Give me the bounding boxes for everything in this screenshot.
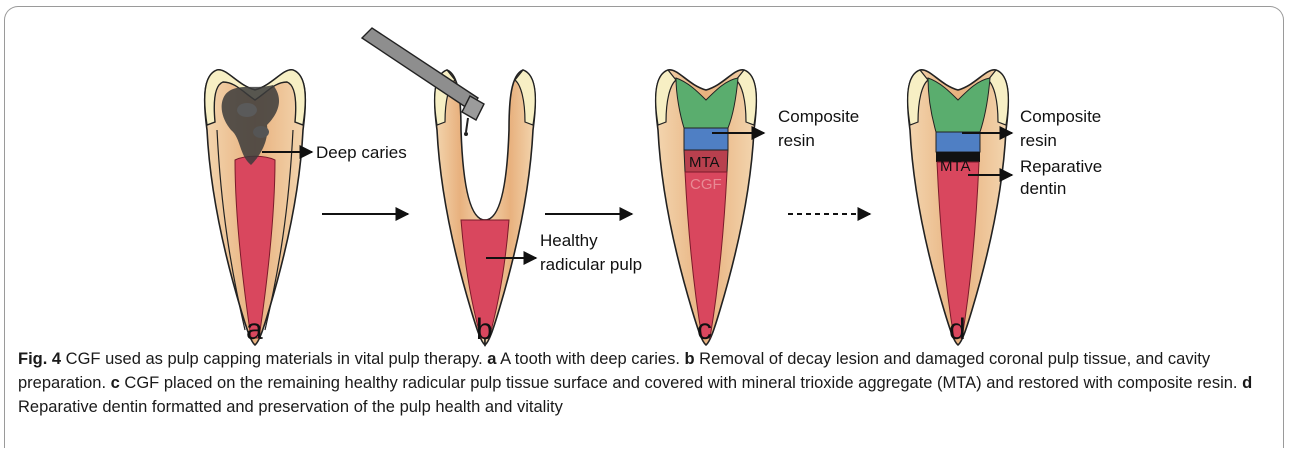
tooth-a bbox=[205, 70, 306, 345]
caption-text-a: A tooth with deep caries. bbox=[496, 350, 684, 368]
label-reparative-1: Reparative bbox=[1020, 157, 1102, 176]
mta-layer bbox=[684, 128, 728, 150]
tooth-d bbox=[908, 70, 1009, 345]
mta-layer bbox=[936, 132, 980, 152]
tooth-c bbox=[656, 70, 757, 345]
label-composite-d-2: resin bbox=[1020, 131, 1057, 150]
label-healthy-1: Healthy bbox=[540, 231, 598, 250]
composite-resin bbox=[676, 78, 738, 128]
label-composite-c-1: Composite bbox=[778, 107, 859, 126]
caption-fig-number: Fig. 4 bbox=[18, 350, 61, 368]
caption-text-c: CGF placed on the remaining healthy radi… bbox=[120, 374, 1242, 392]
label-cgf: CGF bbox=[690, 176, 722, 193]
caption-key-c: c bbox=[111, 374, 120, 392]
pulp bbox=[937, 162, 979, 338]
composite-resin bbox=[928, 78, 990, 132]
panel-label-a: a bbox=[246, 313, 263, 346]
label-mta-d: MTA bbox=[940, 158, 971, 175]
label-healthy-2: radicular pulp bbox=[540, 255, 642, 274]
caption-intro: CGF used as pulp capping materials in vi… bbox=[61, 350, 487, 368]
panel-label-c: c bbox=[697, 313, 712, 346]
caption-key-b: b bbox=[685, 350, 695, 368]
caption-text-d: Reparative dentin formatted and preserva… bbox=[18, 398, 563, 416]
tooth-b bbox=[435, 70, 536, 345]
label-deep-caries: Deep caries bbox=[316, 143, 407, 162]
label-reparative-2: dentin bbox=[1020, 179, 1066, 198]
caption-key-d: d bbox=[1242, 374, 1252, 392]
label-composite-d-1: Composite bbox=[1020, 107, 1101, 126]
label-mta-c: MTA bbox=[689, 154, 720, 171]
dental-handpiece-icon bbox=[362, 28, 484, 136]
panel-label-b: b bbox=[476, 313, 493, 346]
label-composite-c-2: resin bbox=[778, 131, 815, 150]
figure-caption: Fig. 4 CGF used as pulp capping material… bbox=[18, 347, 1276, 419]
panel-label-d: d bbox=[949, 313, 966, 346]
